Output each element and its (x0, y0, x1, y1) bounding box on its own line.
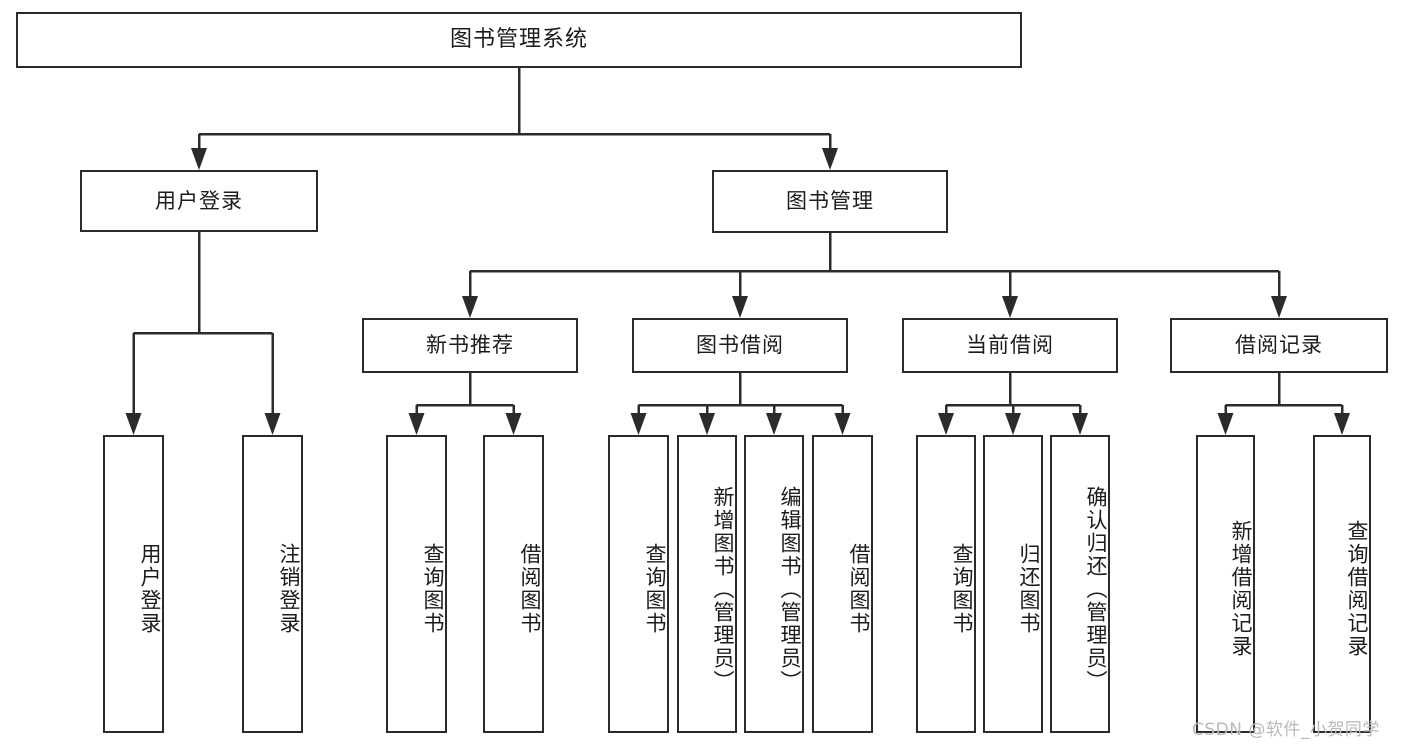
node-leaf-user-login[interactable]: 用户登录 (103, 435, 164, 733)
node-label: 图书借阅 (696, 333, 784, 358)
node-root[interactable]: 图书管理系统 (16, 12, 1022, 68)
node-leaf-cur-return[interactable]: 归还图书 (983, 435, 1043, 733)
node-label: 编辑图书（管理员） (778, 485, 802, 693)
node-label: 新增图书（管理员） (711, 485, 735, 693)
node-label: 借阅图书 (847, 543, 871, 635)
node-leaf-rec-add[interactable]: 新增借阅记录 (1196, 435, 1255, 733)
node-leaf-cur-query[interactable]: 查询图书 (916, 435, 976, 733)
node-leaf-bw-edit[interactable]: 编辑图书（管理员） (744, 435, 804, 733)
node-label: 查询图书 (421, 543, 445, 635)
watermark: CSDN @软件_小贺同学 (1192, 720, 1380, 740)
node-leaf-nb-query[interactable]: 查询图书 (386, 435, 447, 733)
node-label: 图书管理 (786, 189, 874, 214)
node-bookmgmt[interactable]: 图书管理 (712, 170, 948, 233)
node-borrow[interactable]: 图书借阅 (632, 318, 848, 373)
node-login[interactable]: 用户登录 (80, 170, 318, 232)
node-label: 确认归还（管理员） (1084, 485, 1108, 693)
node-label: 归还图书 (1017, 543, 1041, 635)
node-label: 用户登录 (155, 188, 243, 213)
node-label: 查询图书 (950, 543, 974, 635)
node-label: 查询借阅记录 (1345, 520, 1369, 658)
node-leaf-cur-confirm[interactable]: 确认归还（管理员） (1050, 435, 1110, 733)
node-leaf-user-logout[interactable]: 注销登录 (242, 435, 303, 733)
node-label: 用户登录 (138, 543, 162, 635)
node-label: 查询图书 (643, 543, 667, 635)
node-leaf-bw-borrow[interactable]: 借阅图书 (812, 435, 873, 733)
node-label: 当前借阅 (966, 333, 1054, 358)
node-label: 借阅图书 (518, 543, 542, 635)
node-label: 注销登录 (277, 543, 301, 635)
node-records[interactable]: 借阅记录 (1170, 318, 1388, 373)
node-leaf-rec-query[interactable]: 查询借阅记录 (1313, 435, 1371, 733)
node-leaf-bw-query[interactable]: 查询图书 (608, 435, 669, 733)
node-leaf-bw-add[interactable]: 新增图书（管理员） (677, 435, 737, 733)
node-label: 新增借阅记录 (1229, 520, 1253, 658)
node-label: 借阅记录 (1235, 333, 1323, 358)
node-current[interactable]: 当前借阅 (902, 318, 1118, 373)
node-label: 图书管理系统 (449, 27, 588, 53)
node-label: 新书推荐 (426, 333, 514, 358)
node-leaf-nb-borrow[interactable]: 借阅图书 (483, 435, 544, 733)
node-newbook[interactable]: 新书推荐 (362, 318, 578, 373)
